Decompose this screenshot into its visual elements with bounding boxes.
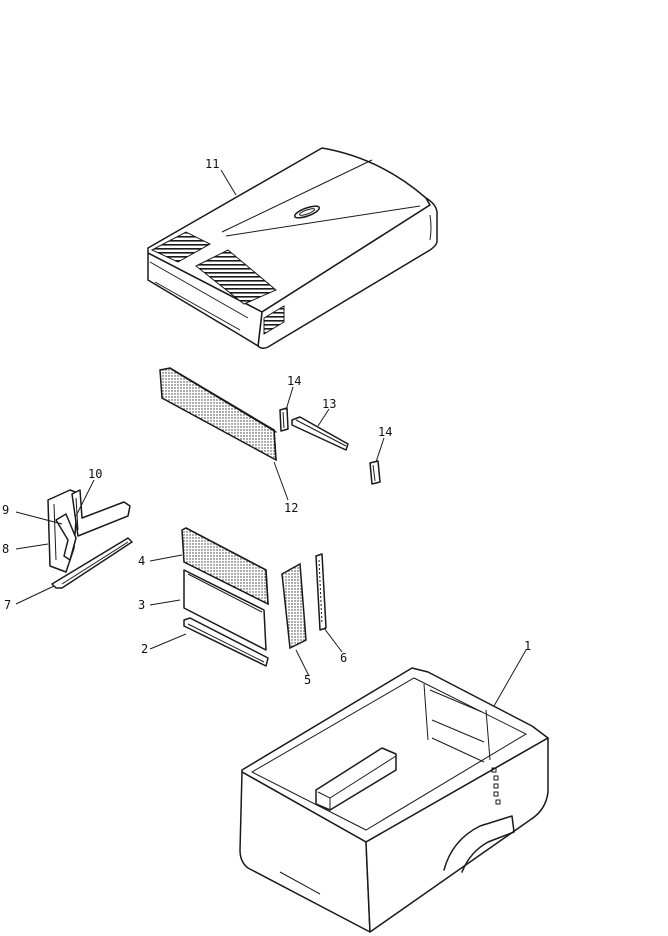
callout-4: 4 — [138, 554, 145, 568]
filter-part-12 — [159, 367, 277, 462]
vent-dots — [491, 767, 501, 805]
bar-part-7 — [51, 537, 133, 589]
callout-11: 11 — [205, 157, 219, 171]
strip-part-13 — [291, 416, 349, 451]
callout-7: 7 — [4, 598, 11, 612]
callout-12: 12 — [284, 501, 298, 515]
callout-8: 8 — [2, 542, 9, 556]
leader-lines — [15, 169, 527, 707]
callout-14a: 14 — [287, 374, 301, 388]
filter-part-4 — [181, 527, 269, 606]
callout-5: 5 — [304, 673, 311, 687]
block-part-14b — [369, 460, 381, 485]
strip-part-6 — [315, 553, 327, 631]
housing-part-1 — [239, 667, 549, 933]
frame-part-9 — [55, 513, 77, 561]
cover-part-11 — [147, 147, 438, 350]
callout-2: 2 — [141, 642, 148, 656]
strip-part-2 — [183, 617, 269, 667]
callout-6: 6 — [340, 651, 347, 665]
callout-1: 1 — [524, 639, 531, 653]
panel-part-3 — [183, 569, 267, 651]
callout-10: 10 — [88, 467, 102, 481]
callout-9: 9 — [2, 503, 9, 517]
block-part-14a — [279, 407, 289, 432]
filter-part-5 — [281, 562, 307, 650]
callout-3: 3 — [138, 598, 145, 612]
frame-part-10 — [71, 489, 131, 537]
callout-labels: 11 14 13 14 10 12 9 8 4 7 3 1 2 6 5 — [2, 157, 531, 687]
callout-14b: 14 — [378, 425, 392, 439]
callout-13: 13 — [322, 397, 336, 411]
